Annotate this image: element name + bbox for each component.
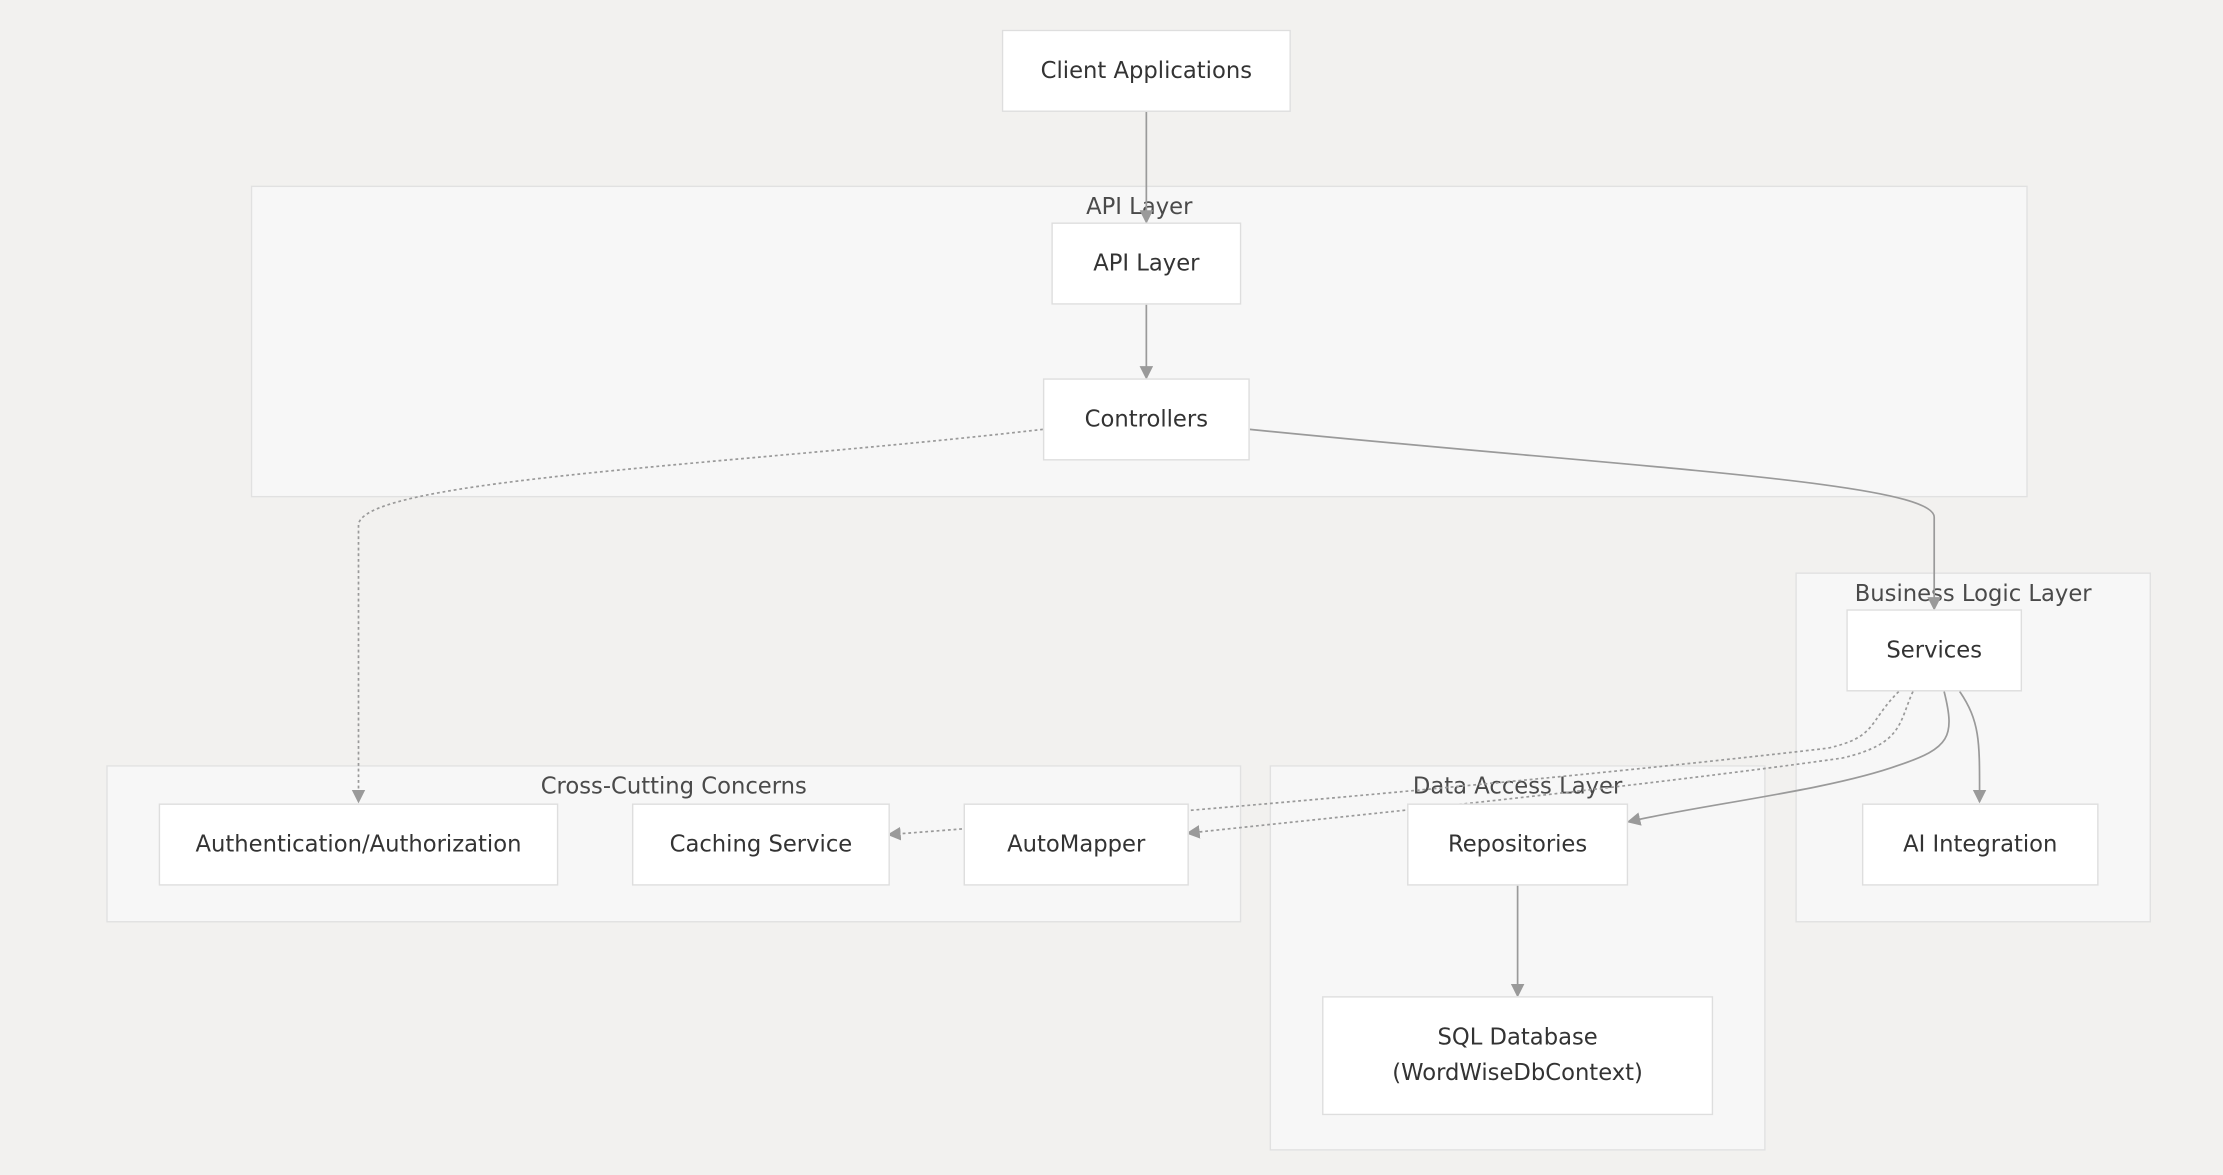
node-sql-database-label-line2: (WordWiseDbContext) [1392,1058,1643,1086]
node-client-applications: Client Applications [1001,29,1291,112]
node-sql-database-label-line1: SQL Database [1437,1023,1598,1051]
node-automapper-label: AutoMapper [1007,829,1146,857]
node-automapper: AutoMapper [963,803,1189,886]
node-controllers: Controllers [1042,378,1250,461]
node-api-layer-label: API Layer [1093,248,1200,276]
node-repositories-label: Repositories [1447,829,1588,857]
node-authentication-authorization: Authentication/Authorization [158,803,559,886]
node-caching-service-label: Caching Service [669,829,853,857]
node-authentication-authorization-label: Authentication/Authorization [195,829,522,857]
node-client-applications-label: Client Applications [1040,56,1253,84]
node-services: Services [1846,609,2023,692]
group-business-logic-layer-title: Business Logic Layer [1854,579,2092,607]
node-controllers-label: Controllers [1084,404,1209,432]
node-services-label: Services [1886,635,1983,663]
node-ai-integration-label: AI Integration [1903,829,2058,857]
group-api-layer-title: API Layer [1086,192,1193,220]
node-sql-database: SQL Database (WordWiseDbContext) [1322,996,1714,1116]
node-ai-integration: AI Integration [1861,803,2099,886]
node-caching-service: Caching Service [631,803,890,886]
node-repositories: Repositories [1407,803,1629,886]
group-data-access-layer-title: Data Access Layer [1412,772,1623,800]
group-cross-cutting-concerns-title: Cross-Cutting Concerns [540,772,807,800]
node-api-layer: API Layer [1051,222,1242,305]
